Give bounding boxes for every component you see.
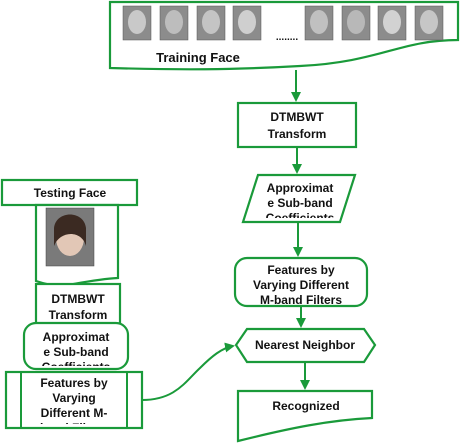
right-approx-parallelogram (241, 173, 357, 224)
training-ellipsis: ........ (276, 32, 298, 43)
training-face-thumbnails (122, 5, 444, 41)
right-approx-line-1: Approximat (267, 181, 334, 195)
right-transform-box (236, 101, 358, 149)
face-thumbnail (122, 5, 152, 41)
testing-face-label-box (0, 178, 139, 207)
right-features-line-1: Features by (267, 263, 335, 277)
face-thumbnail (414, 5, 444, 41)
right-transform-line-1: DTMBWT (270, 110, 324, 124)
face-thumbnail (341, 5, 371, 41)
right-approx-line-3: Coefficients (266, 211, 335, 225)
right-approx-line-2: e Sub-band (267, 196, 332, 210)
face-thumbnail (377, 5, 407, 41)
face-thumbnail (232, 5, 262, 41)
left-transform-line-1: DTMBWT (51, 292, 105, 306)
training-face-label: Training Face (156, 50, 240, 65)
left-transform-line-2: Transform (49, 308, 108, 322)
face-thumbnail (159, 5, 189, 41)
testing-face-photo (45, 207, 95, 267)
left-approx-box (22, 321, 130, 371)
left-features-line-4: band Filters (40, 421, 108, 435)
nearest-neighbor-box (234, 327, 377, 364)
face-thumbnail (196, 5, 226, 41)
face-thumbnail (304, 5, 334, 41)
left-transform-box (34, 282, 122, 330)
nearest-neighbor-label: Nearest Neighbor (255, 338, 355, 352)
left-features-line-3: Different M- (41, 406, 108, 420)
left-approx-line-1: Approximat (43, 330, 110, 344)
right-transform-line-2: Transform (268, 127, 327, 141)
testing-face-label: Testing Face (34, 186, 107, 200)
right-features-line-2: Varying Different (253, 278, 349, 292)
recognized-document (236, 389, 374, 443)
arrow-left-features-to-nearest (141, 342, 235, 401)
right-features-line-3: M-band Filters (260, 293, 342, 307)
left-approx-line-3: Coefficients (42, 360, 111, 374)
recognized-label: Recognized (272, 399, 339, 413)
left-features-line-2: Varying (52, 391, 95, 405)
left-features-line-1: Features by (40, 376, 108, 390)
left-approx-line-2: e Sub-band (43, 345, 108, 359)
